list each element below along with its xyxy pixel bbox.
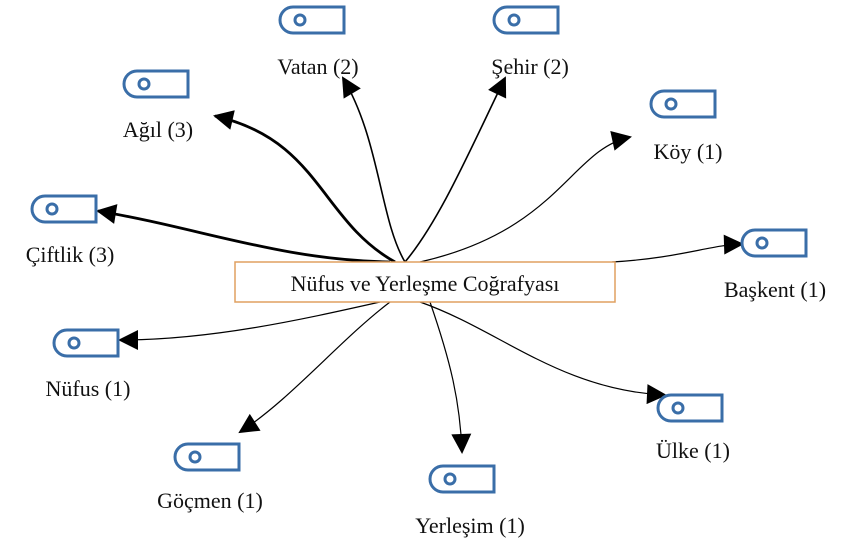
node-gocmen[interactable]: Göçmen (1): [157, 442, 263, 513]
center-label: Nüfus ve Yerleşme Coğrafyası: [291, 271, 560, 296]
node-label: Göçmen (1): [157, 488, 263, 513]
node-nufus[interactable]: Nüfus (1): [46, 328, 131, 401]
tag-icon: [656, 393, 724, 423]
edge-vatan: [341, 76, 406, 263]
tag-icon: [649, 89, 717, 119]
edge-yerlesim: [429, 301, 472, 454]
edge-nufus: [118, 301, 381, 350]
edges-group: [96, 76, 744, 454]
edge-agil: [213, 110, 396, 264]
tag-icon: [278, 5, 346, 35]
edge-ulke: [419, 301, 667, 405]
tag-icon: [52, 328, 120, 358]
edge-koy: [419, 131, 632, 263]
node-vatan[interactable]: Vatan (2): [277, 5, 359, 79]
node-label: Yerleşim (1): [415, 513, 525, 538]
center-node[interactable]: Nüfus ve Yerleşme Coğrafyası: [234, 261, 616, 303]
tag-icon: [30, 194, 98, 224]
edge-gocmen: [238, 301, 391, 434]
node-ulke[interactable]: Ülke (1): [656, 393, 730, 463]
node-yerlesim[interactable]: Yerleşim (1): [415, 464, 525, 538]
tag-icon: [173, 442, 241, 472]
node-label: Şehir (2): [491, 54, 569, 79]
node-label: Vatan (2): [277, 54, 358, 79]
edge-ciftlik: [96, 204, 391, 264]
node-koy[interactable]: Köy (1): [649, 89, 723, 164]
node-label: Köy (1): [653, 139, 722, 164]
edge-sehir: [404, 76, 507, 263]
node-label: Çiftlik (3): [26, 242, 115, 267]
tag-icon: [122, 69, 190, 99]
node-label: Ülke (1): [656, 438, 730, 463]
node-baskent[interactable]: Başkent (1): [724, 228, 826, 302]
edge-baskent: [611, 234, 744, 263]
node-ciftlik[interactable]: Çiftlik (3): [26, 194, 115, 267]
node-sehir[interactable]: Şehir (2): [491, 5, 569, 79]
node-label: Başkent (1): [724, 277, 826, 302]
node-label: Nüfus (1): [46, 376, 131, 401]
tag-icon: [492, 5, 560, 35]
node-label: Ağıl (3): [123, 117, 193, 142]
node-agil[interactable]: Ağıl (3): [122, 69, 193, 142]
tag-icon: [428, 464, 496, 494]
tag-icon: [740, 228, 808, 258]
